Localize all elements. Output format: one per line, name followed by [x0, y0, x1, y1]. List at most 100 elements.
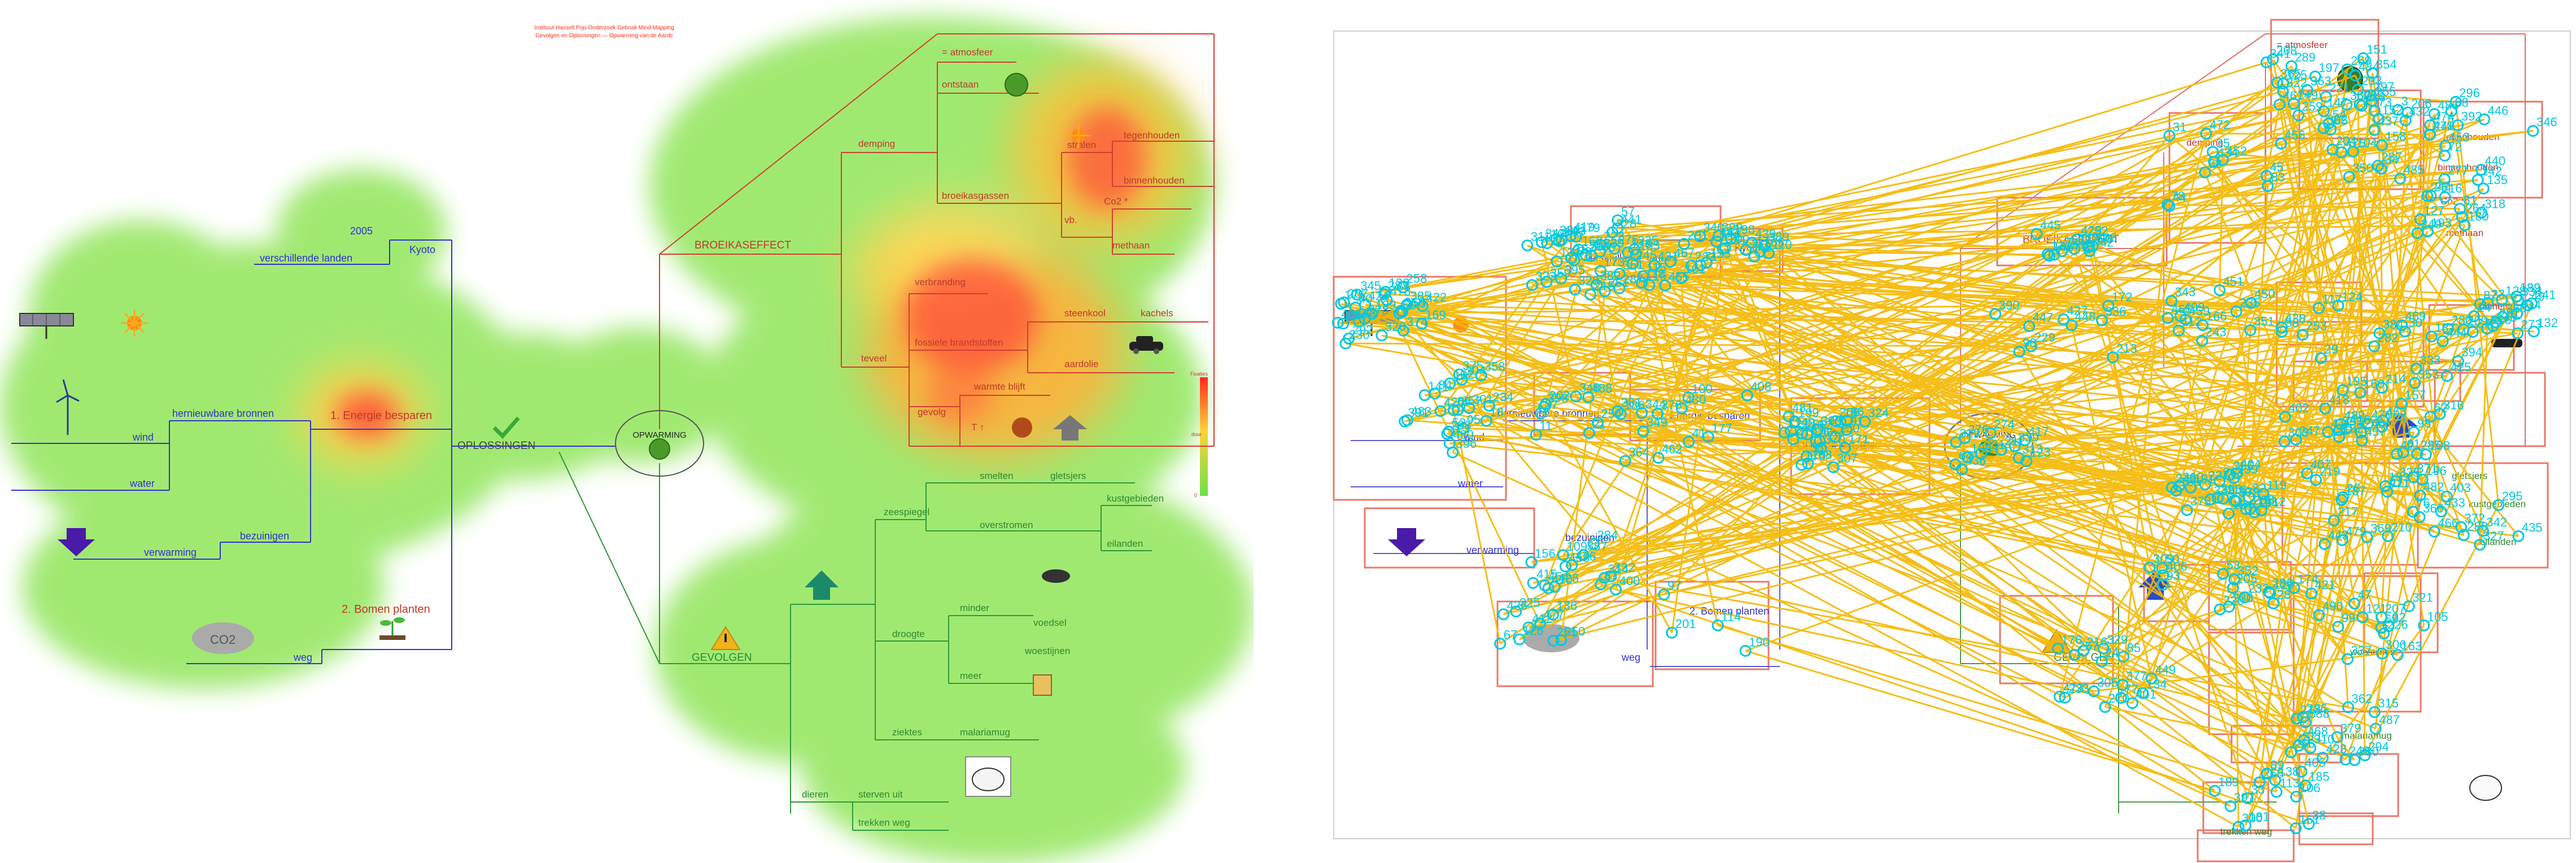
fixation-dot — [1814, 435, 1826, 447]
saccade-line — [2059, 133, 2207, 697]
fixation-number: 420 — [1444, 395, 1465, 409]
fixation-number: 326 — [2491, 313, 2512, 327]
saccade-line — [1452, 409, 1501, 644]
fixation-number: 159 — [1406, 296, 1427, 310]
fixation-dot — [1397, 324, 1409, 337]
saccade-line — [2219, 160, 2224, 290]
fixation-dot — [1351, 289, 1363, 301]
saccade-line — [2269, 592, 2363, 618]
fixation-number: 192 — [2343, 421, 2364, 435]
fixation-number: 118 — [1645, 267, 1665, 281]
fixation-dot — [2310, 474, 2322, 486]
fixation-dot — [2267, 597, 2280, 609]
saccade-line — [1612, 232, 2032, 347]
saccade-line — [2266, 111, 2452, 774]
fixation-number: 120 — [2273, 577, 2294, 591]
gaze-label-bomen: 2. Bomen planten — [1689, 605, 1769, 617]
fixation-number: 386 — [2233, 459, 2254, 473]
fixation-dot — [2254, 776, 2266, 788]
fixation-dot — [2376, 421, 2389, 433]
fixation-dot — [2267, 53, 2279, 66]
saccade-line — [1553, 103, 2360, 642]
fixation-dot — [2335, 494, 2348, 506]
fixation-number: 415 — [1536, 567, 1557, 581]
saccade-line — [1386, 299, 2343, 541]
fixation-dot — [1787, 433, 1800, 446]
fixation-number: 109 — [1566, 539, 1587, 553]
fixation-dot — [2455, 521, 2467, 533]
fixation-number: 144 — [1720, 226, 1741, 240]
fixation-dot — [2285, 746, 2297, 759]
saccade-line — [2036, 233, 2443, 342]
fixation-dot — [1739, 644, 1752, 657]
gaze-label-verwarming: verwarming — [1466, 544, 1519, 556]
fixation-number: 33 — [2251, 782, 2264, 796]
fixation-dot — [1745, 237, 1758, 249]
fixation-number: 473 — [2063, 681, 2084, 695]
fixation-number: 41 — [1692, 426, 1706, 440]
fixation-dot — [2381, 485, 2394, 498]
fixation-dot — [2421, 190, 2434, 202]
label-bezuinigen: bezuinigen — [240, 530, 289, 542]
fixation-dot — [2317, 122, 2330, 134]
fixation-number: 351 — [2254, 315, 2274, 329]
fixation-number: 375 — [1462, 359, 1483, 373]
fixation-number: 348 — [1579, 381, 1600, 395]
label-gletsjers: gletsjers — [1050, 470, 1086, 481]
fixation-dot — [1551, 255, 1563, 268]
header-subtitle: Gevolgen en Oplossingen — Opwarming van … — [535, 33, 673, 39]
fixation-number: 335 — [2399, 465, 2420, 480]
fixation-dot — [2450, 95, 2462, 108]
fixation-dot — [2277, 85, 2289, 98]
fixation-dot — [2023, 320, 2036, 332]
fixation-dot — [2137, 687, 2149, 699]
fixation-number: 341 — [2270, 46, 2291, 60]
fixation-number: 440 — [2485, 154, 2505, 168]
fixation-number: 135 — [2487, 173, 2508, 187]
fixation-number: 449 — [2155, 662, 2176, 677]
fixation-dot — [1359, 299, 1371, 311]
fixation-number: 214 — [2385, 372, 2406, 386]
fixation-number: 414 — [2521, 298, 2542, 312]
fixation-number: 368 — [1404, 295, 1425, 309]
fixation-dot — [2088, 685, 2100, 698]
saccade-line — [1806, 433, 2398, 656]
car-icon — [1129, 336, 1163, 354]
fixation-number: 136 — [1556, 599, 1577, 613]
fixation-number: 131 — [1560, 246, 1581, 260]
fixation-dot — [1331, 316, 1344, 329]
fixation-number: 364 — [1628, 445, 1649, 459]
fixation-number: 250 — [1565, 624, 1586, 638]
fixation-dot — [2180, 313, 2192, 326]
fixation-dot — [2298, 734, 2310, 746]
fixation-number: 421 — [2315, 578, 2335, 592]
fixation-number: 187 — [2345, 484, 2366, 498]
fixation-dot — [2292, 109, 2304, 121]
saccade-line — [2361, 105, 2518, 315]
fixation-dot — [2341, 98, 2353, 111]
fixation-dot — [2059, 691, 2071, 704]
fixation-number: 431 — [1658, 250, 1679, 264]
fixation-number: 313 — [2022, 442, 2043, 456]
saccade-line — [1403, 330, 1460, 376]
fixation-number: 266 — [1839, 406, 1860, 420]
label-sterven: sterven uit — [858, 789, 903, 800]
co2-label: CO2 — [210, 633, 235, 647]
label-vb: vb. — [1064, 215, 1077, 225]
fixation-number: 332 — [1614, 560, 1635, 574]
saccade-line — [1548, 315, 2181, 589]
fixation-dot — [1666, 626, 1678, 639]
fixation-dot — [2276, 321, 2288, 334]
fixation-dot — [1480, 415, 1492, 427]
fixation-number: 244 — [2431, 180, 2452, 194]
fixation-dot — [2373, 112, 2385, 125]
fixation-number: 457 — [2365, 425, 2386, 439]
fixation-dot — [2232, 821, 2245, 833]
fixation-dot — [1643, 279, 1656, 291]
fixation-dot — [2373, 327, 2386, 339]
fixation-number: 15 — [1844, 406, 1858, 420]
fixation-number: 373 — [2190, 494, 2211, 508]
legend-bottom: 0 — [1194, 492, 1197, 498]
fixation-number: 218 — [2300, 703, 2321, 717]
fixation-dot — [2331, 731, 2343, 743]
